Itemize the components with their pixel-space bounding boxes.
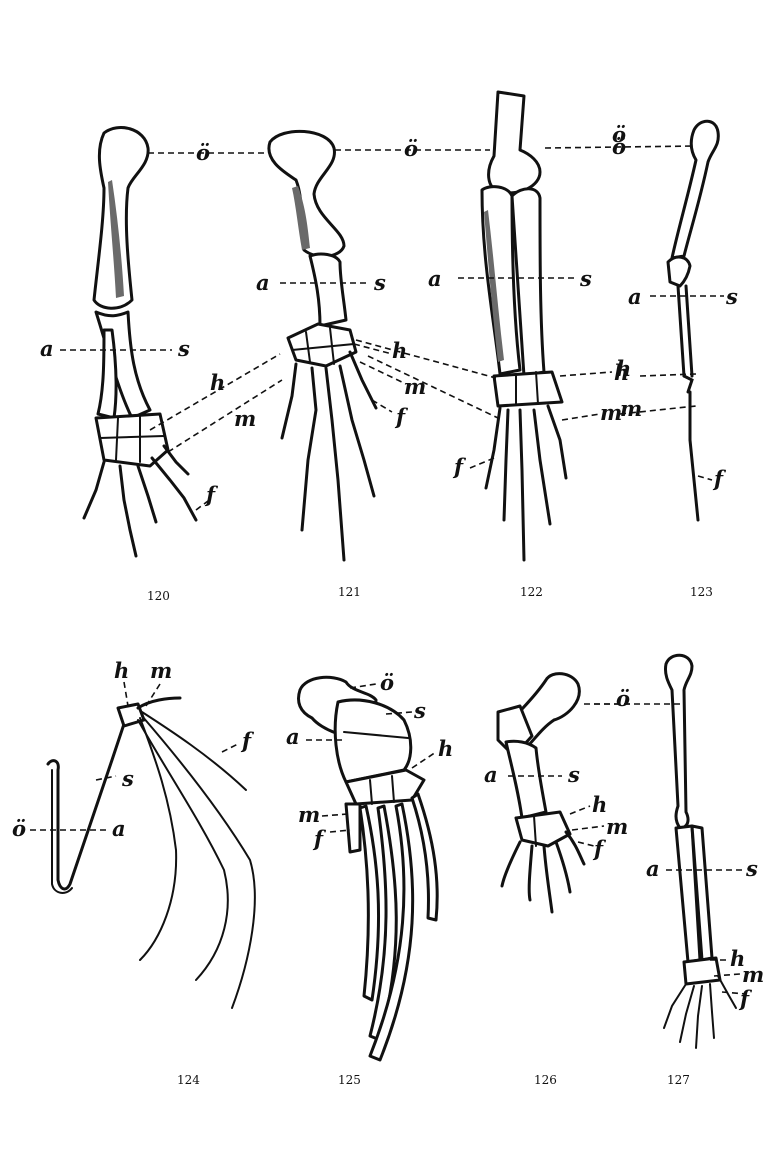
fig126-label-f: f [592, 836, 607, 861]
fig123-label-h: h [616, 356, 631, 381]
figure-123 [619, 119, 724, 522]
fig125-label-a: a [286, 724, 300, 749]
fig125-label-oe: ö [380, 670, 394, 695]
fig121-label-oe: ö [404, 136, 418, 161]
fig122-label-f: f [452, 454, 467, 479]
fig122-label-h: h [614, 360, 629, 385]
fig121-label-h: h [392, 338, 407, 363]
fig121-label-f: f [394, 404, 409, 429]
fig123-label-m: m [620, 396, 642, 421]
figure-123-leaders [619, 295, 724, 481]
figure-124-leaders [30, 681, 239, 831]
fig120-label-m: m [234, 406, 256, 431]
fig127-label-m: m [742, 962, 764, 987]
figure-122-leaders [355, 277, 613, 469]
fig123-label-s: s [725, 284, 738, 309]
figure-number-123: 123 [690, 585, 713, 599]
figure-number-120: 120 [147, 589, 170, 603]
fig124-label-f: f [240, 728, 255, 753]
fig123-label-f: f [712, 466, 727, 491]
figure-123-bones [666, 119, 720, 522]
fig120-label-s: s [177, 336, 190, 361]
figure-121 [267, 129, 407, 562]
fig126-label-oe: ö [616, 686, 630, 711]
fig120-label-f: f [204, 482, 219, 507]
figure-number-121: 121 [338, 585, 361, 599]
figure-126-bones [496, 672, 586, 914]
fig124-label-s: s [121, 766, 134, 791]
figure-number-124: 124 [177, 1073, 200, 1087]
fig120-label-a: a [40, 336, 54, 361]
oe-leader-line-row1 [148, 145, 696, 154]
fig125-label-f: f [312, 826, 327, 851]
fig122-label-s: s [579, 266, 592, 291]
figure-121-bones [267, 129, 378, 562]
figure-number-122: 122 [520, 585, 543, 599]
figure-122-bones [480, 90, 568, 562]
figure-127-bones [663, 653, 737, 1049]
figure-120-bones [82, 126, 198, 558]
figure-127-leaders [594, 703, 747, 995]
fig122-label-a: a [428, 266, 442, 291]
fig120-label-oe: ö [196, 140, 210, 165]
figure-127 [594, 653, 747, 1049]
figure-120-leaders [60, 349, 283, 511]
figure-120 [60, 126, 283, 558]
fig125-label-h: h [438, 736, 453, 761]
fig126-label-h: h [592, 792, 607, 817]
fig126-label-s: s [567, 762, 580, 787]
figure-number-126: 126 [534, 1073, 557, 1087]
figure-125-leaders [306, 683, 437, 833]
figure-number-125: 125 [338, 1073, 361, 1087]
fig127-label-s: s [745, 856, 758, 881]
fig125-label-m: m [298, 802, 320, 827]
fig124-label-h: h [114, 658, 129, 683]
figure-121-leaders [280, 282, 407, 413]
fig125-label-s: s [413, 698, 426, 723]
figure-number-127: 127 [667, 1073, 690, 1087]
fig126-label-m: m [606, 814, 628, 839]
fig126-label-a: a [484, 762, 498, 787]
fig124-label-m: m [150, 658, 172, 683]
fig123-label-oe: ö [612, 122, 626, 147]
fig122-label-m: m [600, 400, 622, 425]
fig120-label-h: h [210, 370, 225, 395]
fig122-label-oe: ö [612, 134, 626, 159]
figure-124-bones [46, 696, 256, 1009]
fig124-label-oe: ö [12, 816, 26, 841]
fig121-label-a: a [256, 270, 270, 295]
fig127-label-a: a [646, 856, 660, 881]
fig121-label-m: m [404, 374, 426, 399]
fig127-label-f: f [738, 986, 753, 1011]
fig123-label-a: a [628, 284, 642, 309]
figure-125-bones [297, 675, 439, 1062]
fig127-label-h: h [730, 946, 745, 971]
figure-122 [355, 90, 613, 562]
figure-125 [297, 675, 439, 1062]
fig124-label-a: a [112, 816, 126, 841]
figure-126 [496, 672, 630, 914]
fig121-label-s: s [373, 270, 386, 295]
figure-124 [30, 681, 256, 1009]
